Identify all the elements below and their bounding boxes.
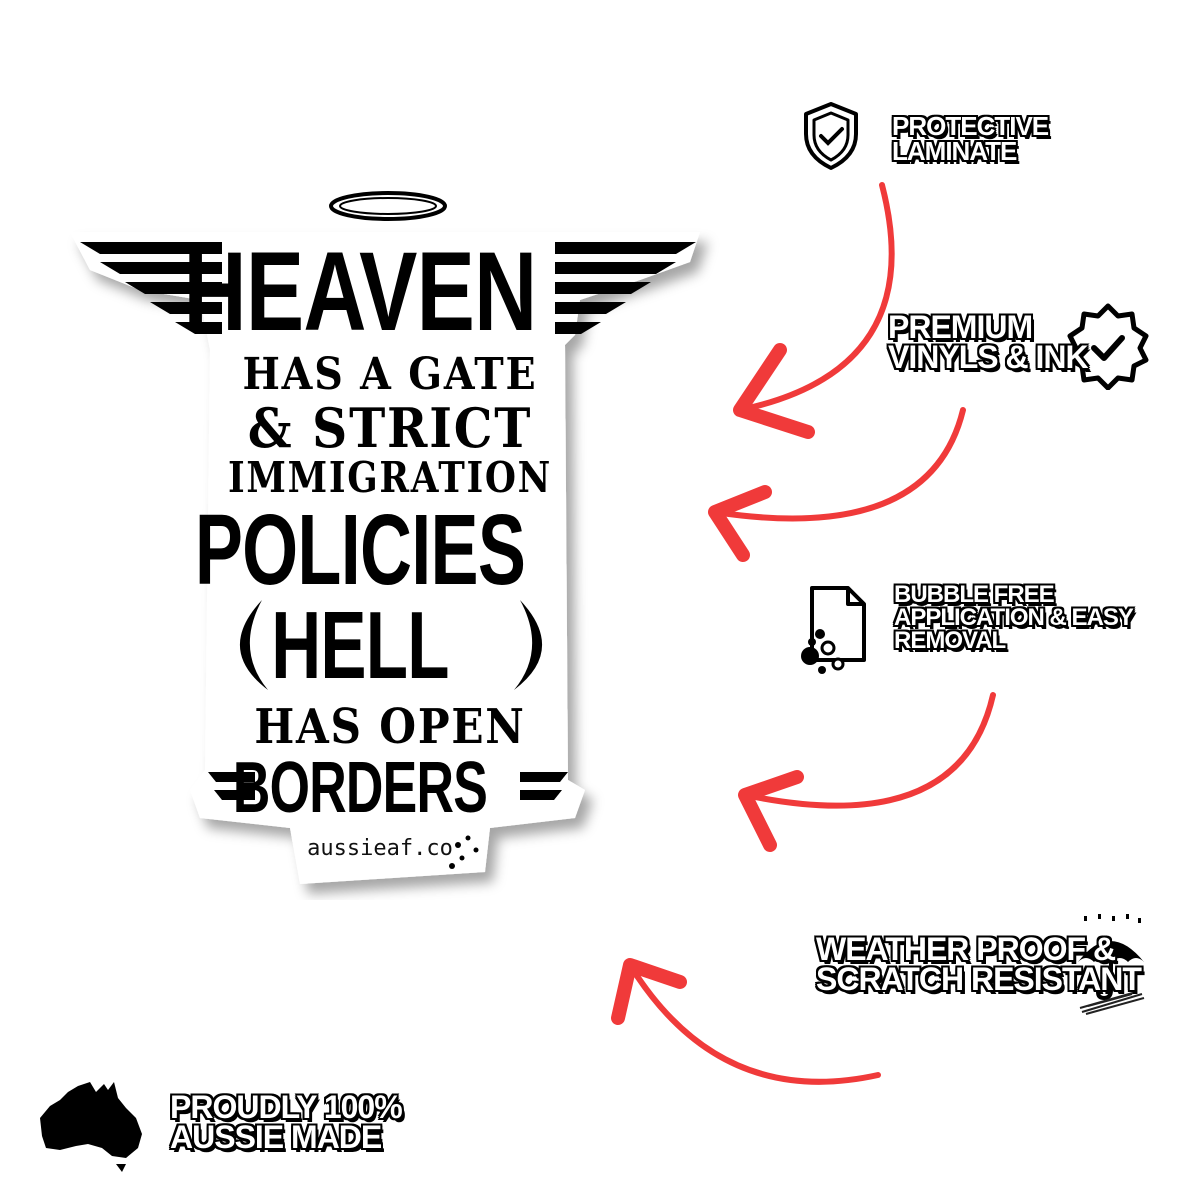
sticker-line-hell: HELL: [271, 592, 449, 699]
sticker-line-policies: POLICIES: [194, 494, 526, 606]
australia-map-icon: [40, 1082, 142, 1172]
borders-banner-right: [520, 772, 568, 800]
shield-check-icon: [804, 102, 858, 170]
arrow-head-bubble: [738, 770, 804, 852]
sticker-line-has-open: HAS OPEN: [254, 699, 526, 755]
feature-bubble-label: BUBBLE FREE APPLICATION & EASY REMOVAL: [894, 581, 1134, 654]
right-wing-icon: [555, 242, 696, 334]
sticker-design: HEAVEN HAS A GATE & STRICT IMMIGRATION P…: [0, 0, 720, 900]
document-bubbles-icon: [801, 586, 866, 674]
umbrella-rain-icon: [1078, 914, 1145, 1015]
left-wing-icon: [80, 242, 222, 334]
halo-icon: [329, 191, 447, 221]
arrow-head-vinyl: [708, 485, 772, 562]
arrow-head-weather: [611, 958, 687, 1025]
feature-vinyl-label: PREMIUM VINYLS & INK: [888, 309, 1089, 376]
right-horn-icon: [514, 600, 543, 690]
sticker-line-strict: & STRICT: [247, 396, 533, 460]
sticker-backing: [70, 232, 700, 884]
southern-cross-stars-icon: [449, 835, 479, 869]
arrow-head-laminate: [733, 343, 815, 439]
sticker-brand: aussieaf.co: [307, 836, 453, 861]
arrow-vinyl: [712, 407, 966, 522]
sticker-line-has-a-gate: HAS A GATE: [242, 349, 538, 400]
sticker-line-heaven: HEAVEN: [183, 229, 538, 354]
sticker-line-immigration: IMMIGRATION: [227, 453, 553, 502]
arrow-weather: [627, 962, 881, 1085]
arrow-laminate: [737, 182, 895, 413]
feature-aussie-label: PROUDLY 100% AUSSIE MADE: [170, 1089, 403, 1156]
sticker-artwork: [70, 191, 700, 884]
left-horn-icon: [239, 600, 268, 690]
feature-laminate-label: PROTECTIVE LAMINATE: [892, 111, 1049, 166]
feature-weather-label: WEATHER PROOF & SCRATCH RESISTANT: [816, 931, 1142, 998]
badge-check-icon: [1067, 303, 1149, 390]
borders-banner-left: [208, 772, 255, 800]
sticker-line-borders: BORDERS: [232, 748, 488, 828]
arrow-bubble: [742, 692, 996, 809]
